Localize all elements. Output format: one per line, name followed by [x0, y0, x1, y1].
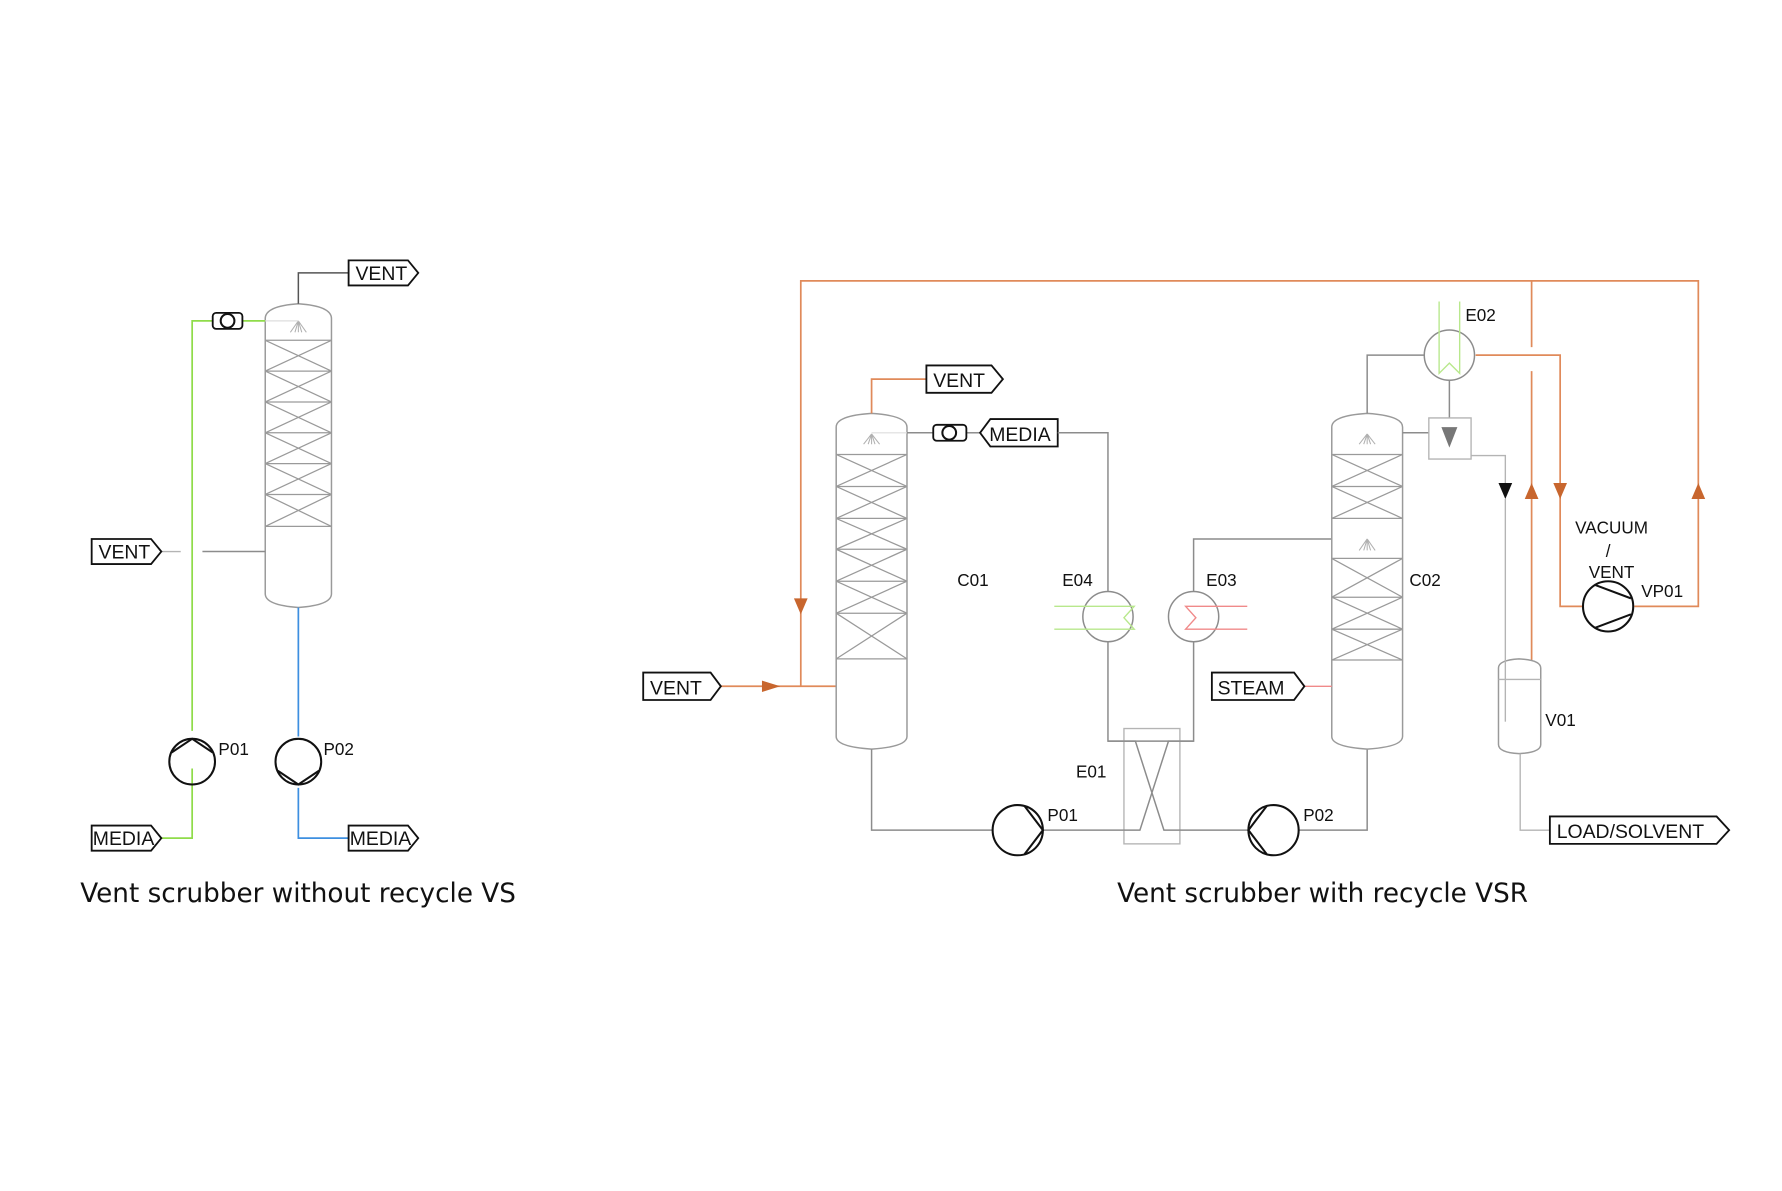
p01-label: P01 — [218, 740, 248, 759]
vp01-label: VP01 — [1641, 582, 1683, 601]
vs-pump-p02-icon: P02 — [274, 737, 354, 786]
vacuum-pump-vp01-icon: VP01 — [1581, 580, 1683, 633]
vent-out-label: VENT — [933, 370, 985, 392]
spray-nozzle-icon — [863, 433, 880, 445]
e03-label: E03 — [1206, 571, 1236, 590]
vent-in-label: VENT — [99, 541, 151, 563]
arrow-up-icon — [1691, 483, 1706, 500]
vs-diagram: VENT VENT P01 P02 — [80, 259, 516, 909]
p02-label: P02 — [1303, 806, 1333, 825]
vsr-caption: Vent scrubber with recycle VSR — [1117, 879, 1528, 909]
arrow-down-icon — [1498, 483, 1513, 500]
flow-meter-icon — [211, 311, 244, 330]
e04-label: E04 — [1062, 571, 1093, 590]
exchanger-e01-icon: E01 — [1076, 727, 1194, 845]
column-c01: C01 — [835, 412, 989, 750]
vs-media-in-tag: MEDIA — [90, 824, 163, 852]
p01-label: P01 — [1047, 806, 1077, 825]
load-solvent-tag: LOAD/SOLVENT — [1548, 815, 1731, 845]
exchanger-e04-icon: E04 — [1054, 571, 1136, 643]
c02-label: C02 — [1409, 571, 1440, 590]
vs-vent-in-tag: VENT — [90, 538, 163, 566]
spray-nozzle-icon — [1358, 433, 1376, 445]
e01-label: E01 — [1076, 763, 1106, 782]
media-out-label: MEDIA — [350, 828, 412, 850]
vs-caption: Vent scrubber without recycle VS — [80, 879, 516, 909]
vsr-pump-p02-icon: P02 — [1247, 804, 1334, 857]
vsr-vent-out-tag: VENT — [925, 364, 1005, 394]
c01-label: C01 — [957, 571, 988, 590]
vsr-vent-in-tag: VENT — [642, 671, 722, 701]
vent-out-label: VENT — [355, 263, 407, 285]
exchanger-e02-icon: E02 — [1423, 301, 1496, 381]
vent-in-label: VENT — [650, 677, 702, 699]
spray-nozzle-icon — [289, 320, 307, 333]
column-c02: C02 — [1331, 412, 1441, 750]
flow-meter-icon — [932, 423, 968, 442]
steam-tag: STEAM — [1210, 671, 1306, 701]
media-label: MEDIA — [989, 424, 1051, 446]
arrow-down-icon — [1553, 483, 1568, 500]
arrow-down-icon — [793, 598, 808, 615]
svg-text:VACUUM: VACUUM — [1575, 518, 1648, 537]
vs-column — [264, 303, 333, 609]
vsr-media-tag: MEDIA — [978, 418, 1059, 448]
spray-nozzle-icon — [1358, 538, 1376, 551]
vessel-v01: V01 — [1497, 658, 1576, 755]
svg-text:/: / — [1606, 542, 1611, 561]
load-solvent-label: LOAD/SOLVENT — [1557, 821, 1705, 843]
e02-label: E02 — [1465, 306, 1495, 325]
separator-icon — [1428, 417, 1472, 460]
p02-label: P02 — [323, 740, 353, 759]
vacuum-vent-line3: VENT — [1589, 563, 1635, 582]
vsr-diagram: VENT C01 VENT — [642, 280, 1731, 909]
arrow-up-icon — [1524, 483, 1539, 500]
arrow-right-icon — [761, 680, 781, 692]
media-in-label: MEDIA — [93, 828, 155, 850]
steam-label: STEAM — [1218, 677, 1285, 699]
vs-media-out-tag: MEDIA — [347, 824, 420, 852]
vs-vent-out-tag: VENT — [347, 259, 420, 287]
vs-pump-p01-icon: P01 — [168, 737, 249, 786]
exchanger-e03-icon: E03 — [1167, 571, 1248, 643]
v01-label: V01 — [1545, 711, 1575, 730]
vacuum-vent-label: VACUUM / — [1575, 518, 1648, 561]
vsr-pump-p01-icon: P01 — [991, 804, 1078, 857]
